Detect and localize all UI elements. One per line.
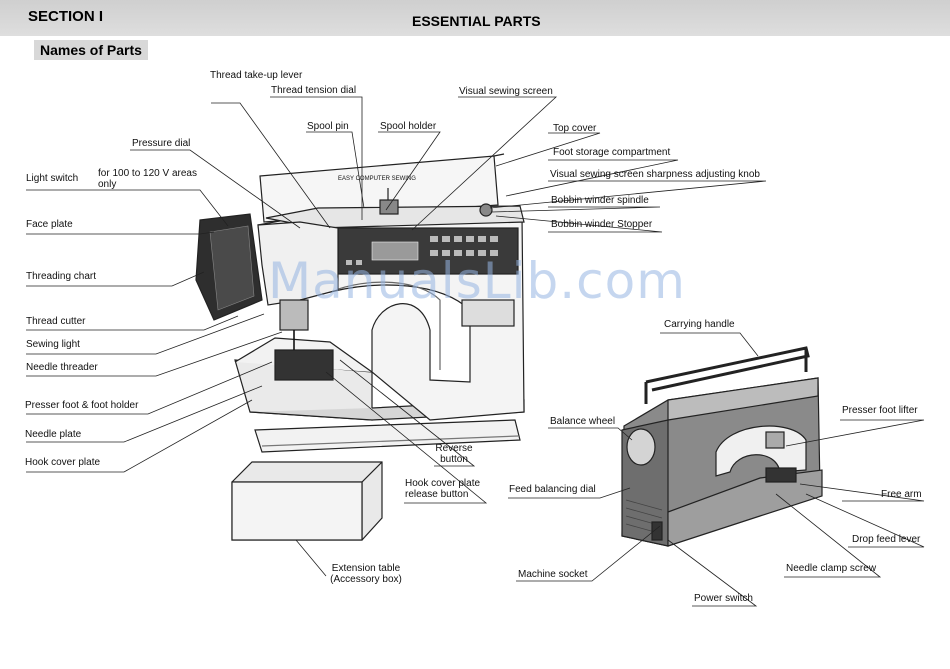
label-feed-balancing-dial: Feed balancing dial (509, 484, 596, 495)
machine-head (257, 221, 339, 306)
label-light-switch: Light switch (26, 173, 79, 184)
handle-illustration (644, 346, 810, 404)
label-balance-wheel: Balance wheel (550, 416, 616, 427)
label-top-cover: Top cover (553, 123, 597, 134)
watermark: ManualsLib.com (268, 252, 686, 310)
label-free-arm: Free arm (881, 489, 922, 500)
rear-machine-illustration (621, 346, 823, 547)
panel-heading: EASY COMPUTER SEWING (338, 176, 416, 182)
label-extension-table: Extension table (Accessory box) (330, 563, 402, 585)
label-presser-foot-holder: Presser foot & foot holder (25, 400, 139, 411)
label-spool-pin: Spool pin (307, 121, 349, 132)
main-machine-illustration (195, 153, 525, 453)
label-hook-cover-plate: Hook cover plate (25, 457, 101, 468)
balance-wheel-illustration (626, 428, 656, 466)
label-sewing-light: Sewing light (26, 339, 80, 350)
machine-arm-inner (329, 281, 441, 370)
label-needle-plate: Needle plate (25, 429, 82, 440)
section-subtitle: Names of Parts (34, 40, 148, 60)
extension-table-illustration (231, 461, 383, 541)
label-bobbin-winder-stopper: Bobbin winder Stopper (551, 219, 653, 230)
label-thread-cutter: Thread cutter (26, 316, 86, 327)
bed-dark-plate (274, 349, 334, 381)
label-reverse-button: Reverse button (435, 443, 473, 465)
header-band (0, 0, 950, 36)
label-pressure-dial: Pressure dial (132, 138, 191, 149)
label-spool-holder: Spool holder (380, 121, 437, 132)
label-visual-sewing-screen: Visual sewing screen (459, 86, 553, 97)
label-threading-chart: Threading chart (26, 271, 97, 282)
label-needle-clamp-screw: Needle clamp screw (786, 563, 877, 574)
bobbin-winder (479, 203, 493, 217)
leader-lines (26, 96, 925, 607)
label-thread-tension-dial: Thread tension dial (271, 85, 357, 96)
label-drop-feed-lever: Drop feed lever (852, 534, 921, 545)
label-power-switch: Power switch (694, 593, 753, 604)
lcd-screen (371, 241, 419, 261)
page-title: ESSENTIAL PARTS (412, 13, 541, 29)
section-number: SECTION I (28, 8, 104, 25)
label-screen-sharpness-knob: Visual sewing screen sharpness adjusting… (550, 169, 760, 180)
control-panel (337, 227, 519, 275)
label-thread-takeup-lever: Thread take-up lever (210, 70, 303, 81)
label-face-plate: Face plate (26, 219, 73, 230)
label-voltage-note: for 100 to 120 V areas only (98, 168, 197, 190)
label-presser-foot-lifter: Presser foot lifter (842, 405, 918, 416)
label-carrying-handle: Carrying handle (664, 319, 735, 330)
needle-bar (279, 299, 309, 331)
spool (379, 199, 399, 215)
extension-strip (254, 419, 521, 453)
label-foot-storage-compartment: Foot storage compartment (553, 147, 671, 158)
label-machine-socket: Machine socket (518, 569, 588, 580)
label-bobbin-winder-spindle: Bobbin winder spindle (551, 195, 649, 206)
label-needle-threader: Needle threader (26, 362, 98, 373)
label-hook-cover-release: Hook cover plate release button (405, 478, 481, 500)
